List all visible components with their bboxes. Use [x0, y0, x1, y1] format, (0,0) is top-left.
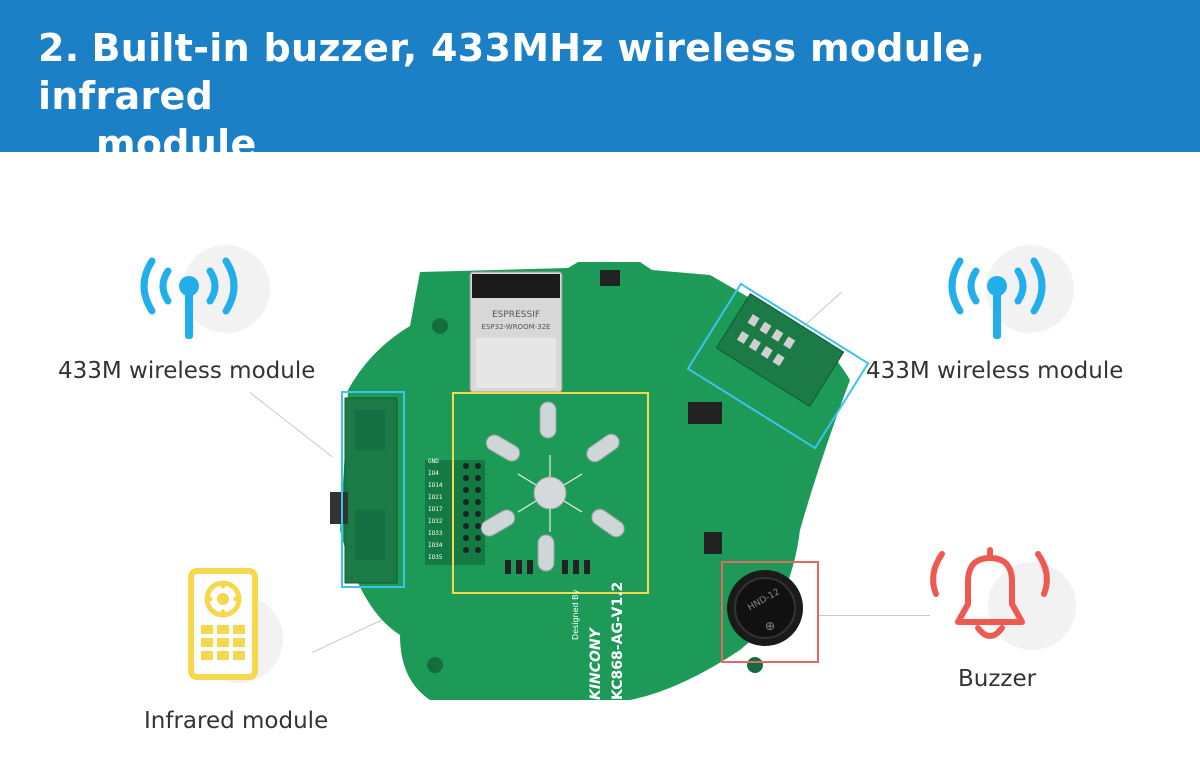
- buzzer-component: HND-12 ⊕: [727, 570, 803, 646]
- mount-hole: [747, 657, 763, 673]
- highlight-right-wireless: [686, 282, 870, 450]
- right-wireless-label: 433M wireless module: [866, 358, 1124, 384]
- pin-label: IO32: [428, 518, 443, 525]
- chip-model: ESP32-WROOM-32E: [482, 323, 551, 331]
- left-wireless-callout: [130, 245, 270, 345]
- pin-label: IO35: [428, 554, 443, 561]
- pin-label: IO4: [428, 470, 439, 477]
- bell-icon: [930, 547, 1050, 639]
- icon-backdrop: [988, 562, 1076, 650]
- silk-model: KC868-AG-V1.2: [610, 582, 626, 700]
- mount-hole: [432, 318, 448, 334]
- smd-components: [505, 270, 722, 574]
- wifi-antenna-icon: [948, 257, 1046, 339]
- highlight-buzzer: [721, 561, 819, 663]
- mount-hole: [427, 657, 443, 673]
- header-banner: 2.Built-in buzzer, 433MHz wireless modul…: [0, 0, 1200, 166]
- infrared-callout: [185, 565, 315, 685]
- highlight-infrared-leds: [452, 392, 649, 594]
- wireless-module-right: [715, 293, 845, 407]
- buzzer-label: Buzzer: [958, 666, 1037, 692]
- pointer-line-buzzer: [818, 615, 930, 616]
- wifi-antenna-icon: [140, 257, 238, 339]
- page-title: 2.Built-in buzzer, 433MHz wireless modul…: [38, 24, 1160, 168]
- infrared-led-array: [480, 401, 625, 572]
- right-wireless-callout: [938, 245, 1078, 345]
- title-line-1: Built-in buzzer, 433MHz wireless module,…: [38, 26, 986, 118]
- pin-label: IO17: [428, 506, 443, 513]
- silk-designed: Designed By: [571, 589, 580, 640]
- pcb-board-photo: ESPRESSIF ESP32-WROOM-32E GND IO4 IO14 I…: [300, 230, 900, 750]
- section-number: 2.: [38, 26, 80, 70]
- pin-header-block: GND IO4 IO14 IO21 IO17 IO32 IO33 IO34 IO…: [425, 458, 485, 565]
- pin-label: GND: [428, 458, 439, 465]
- remote-control-icon: [188, 568, 258, 680]
- pin-label: IO33: [428, 530, 443, 537]
- silk-brand: KINCONY: [588, 626, 604, 700]
- pin-label: IO14: [428, 482, 443, 489]
- title-line-2: module: [96, 122, 257, 166]
- buzzer-callout: [920, 540, 1080, 660]
- left-wireless-label: 433M wireless module: [58, 358, 316, 384]
- pin-label: IO34: [428, 542, 443, 549]
- infrared-label: Infrared module: [144, 708, 329, 734]
- chip-brand: ESPRESSIF: [492, 310, 540, 320]
- pin-label: IO21: [428, 494, 443, 501]
- pcb-board-illustration: ESPRESSIF ESP32-WROOM-32E GND IO4 IO14 I…: [330, 262, 870, 700]
- wireless-module-left: [330, 397, 398, 584]
- highlight-left-wireless: [341, 391, 405, 588]
- buzzer-plus: ⊕: [765, 619, 775, 633]
